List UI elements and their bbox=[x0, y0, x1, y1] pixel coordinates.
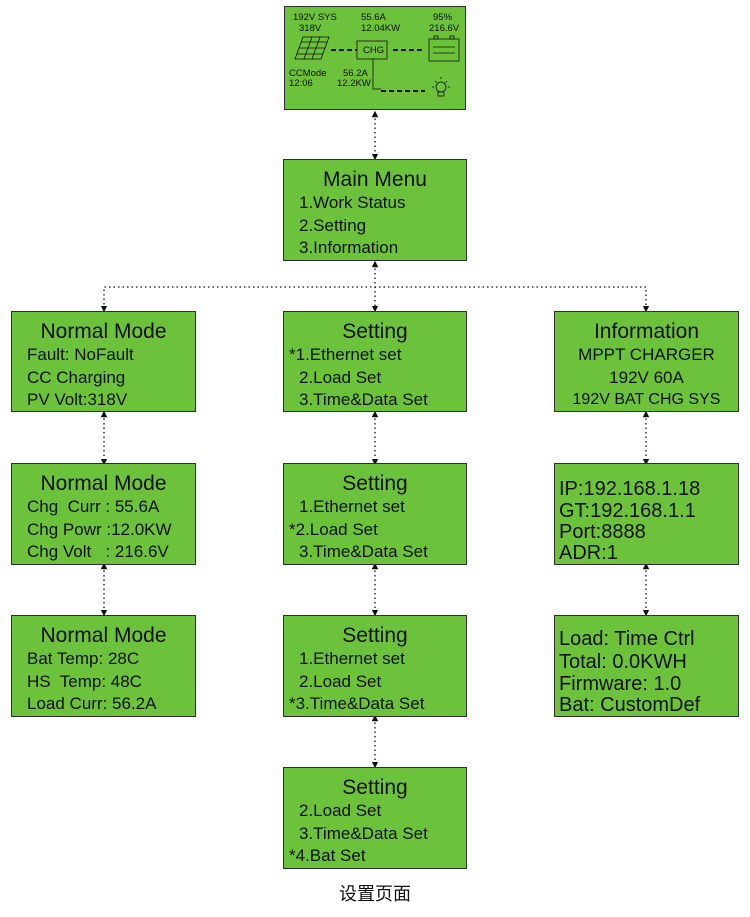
setting-screen-2: Setting 1.Ethernet set *2.Load Set 3.Tim… bbox=[283, 463, 467, 565]
main-menu-item: 2.Setting bbox=[299, 216, 367, 235]
screen-title: Setting bbox=[342, 624, 408, 647]
screen-line: 3.Time&Data Set bbox=[299, 390, 428, 409]
information-screen-3: Load: Time Ctrl Total: 0.0KWH Firmware: … bbox=[554, 615, 739, 717]
clock: 12:06 bbox=[289, 78, 313, 89]
chg-label: CHG bbox=[363, 45, 385, 56]
load-curr: 56.2A bbox=[343, 68, 368, 79]
total-energy: Total: 0.0KWH bbox=[559, 651, 687, 673]
screen-title: Normal Mode bbox=[40, 320, 167, 343]
firmware-version: Firmware: 1.0 bbox=[559, 673, 682, 695]
pv-volt: 318V bbox=[299, 23, 322, 34]
bat-volt: 216.6V bbox=[429, 23, 460, 34]
battery-icon bbox=[428, 35, 460, 62]
screen-line: Bat Temp: 28C bbox=[27, 649, 140, 668]
normal-mode-screen-3: Normal Mode Bat Temp: 28C HS Temp: 48C L… bbox=[11, 615, 196, 717]
gateway: GT:192.168.1.1 bbox=[559, 500, 696, 522]
screen-line: Chg Powr :12.0KW bbox=[27, 520, 172, 539]
load-mode: Load: Time Ctrl bbox=[559, 628, 695, 650]
screen-line: 3.Time&Data Set bbox=[299, 542, 428, 561]
screen-line: 2.Load Set bbox=[299, 672, 382, 691]
normal-mode-screen-2: Normal Mode Chg Curr : 55.6A Chg Powr :1… bbox=[11, 463, 196, 565]
sys-label: 192V SYS bbox=[293, 12, 337, 23]
ip-address: IP:192.168.1.18 bbox=[559, 478, 701, 500]
screen-line: 192V BAT CHG SYS bbox=[572, 391, 721, 408]
screen-line: 2.Load Set bbox=[299, 801, 382, 820]
screen-line: Fault: NoFault bbox=[27, 345, 134, 364]
screen-line: *2.Load Set bbox=[289, 520, 378, 539]
main-menu-screen: Main Menu 1.Work Status 2.Setting 3.Info… bbox=[283, 159, 467, 261]
screen-line: 1.Ethernet set bbox=[299, 497, 405, 516]
port: Port:8888 bbox=[559, 521, 646, 543]
screen-line: MPPT CHARGER bbox=[578, 345, 715, 364]
screen-line: 2.Load Set bbox=[299, 368, 382, 387]
main-menu-item: 1.Work Status bbox=[299, 193, 406, 212]
screen-title: Information bbox=[593, 320, 700, 343]
screen-line: HS Temp: 48C bbox=[27, 672, 142, 691]
screen-title: Normal Mode bbox=[40, 624, 167, 647]
mode-label: CCMode bbox=[289, 68, 327, 79]
setting-screen-1: Setting *1.Ethernet set 2.Load Set 3.Tim… bbox=[283, 311, 467, 412]
information-screen-2: IP:192.168.1.18 GT:192.168.1.1 Port:8888… bbox=[554, 463, 739, 565]
status-graphics bbox=[294, 35, 460, 97]
flow-dashes bbox=[331, 49, 425, 92]
screen-line: 1.Ethernet set bbox=[299, 649, 405, 668]
bat-percent: 95% bbox=[433, 12, 453, 23]
normal-mode-screen-1: Normal Mode Fault: NoFault CC Charging P… bbox=[11, 311, 196, 412]
screen-line: *4.Bat Set bbox=[289, 846, 366, 865]
screen-title: Normal Mode bbox=[40, 472, 167, 495]
bulb-icon bbox=[432, 77, 450, 97]
setting-screen-3: Setting 1.Ethernet set 2.Load Set *3.Tim… bbox=[283, 615, 467, 717]
solar-panel-icon bbox=[294, 36, 330, 60]
page-caption: 设置页面 bbox=[339, 884, 411, 904]
address: ADR:1 bbox=[559, 542, 618, 564]
screen-line: CC Charging bbox=[27, 368, 126, 387]
screen-line: Load Curr: 56.2A bbox=[27, 694, 157, 713]
setting-screen-4: Setting 2.Load Set 3.Time&Data Set *4.Ba… bbox=[283, 767, 467, 869]
screen-title: Setting bbox=[342, 472, 408, 495]
main-menu-title: Main Menu bbox=[323, 168, 427, 191]
information-screen-1: Information MPPT CHARGER 192V 60A 192V B… bbox=[554, 311, 739, 412]
pv-power: 12.04KW bbox=[361, 23, 401, 34]
screen-title: Setting bbox=[342, 776, 408, 799]
screen-line: 3.Time&Data Set bbox=[299, 824, 428, 843]
screen-title: Setting bbox=[342, 320, 408, 343]
screen-line: Chg Volt : 216.6V bbox=[27, 542, 169, 561]
screen-line: PV Volt:318V bbox=[27, 390, 128, 409]
main-menu-item: 3.Information bbox=[299, 238, 399, 257]
status-screen: 192V SYS 318V 55.6A 12.04KW 95% 216.6V C… bbox=[284, 6, 466, 110]
screen-line: *3.Time&Data Set bbox=[289, 694, 425, 713]
load-power: 12.2KW bbox=[337, 78, 371, 89]
screen-line: *1.Ethernet set bbox=[289, 345, 402, 364]
pv-curr: 55.6A bbox=[361, 12, 386, 23]
charger-box bbox=[356, 40, 388, 60]
link-main-branches bbox=[100, 286, 650, 313]
screen-line: 192V 60A bbox=[609, 368, 684, 387]
battery-type: Bat: CustomDef bbox=[559, 694, 701, 716]
screen-line: Chg Curr : 55.6A bbox=[27, 497, 160, 516]
